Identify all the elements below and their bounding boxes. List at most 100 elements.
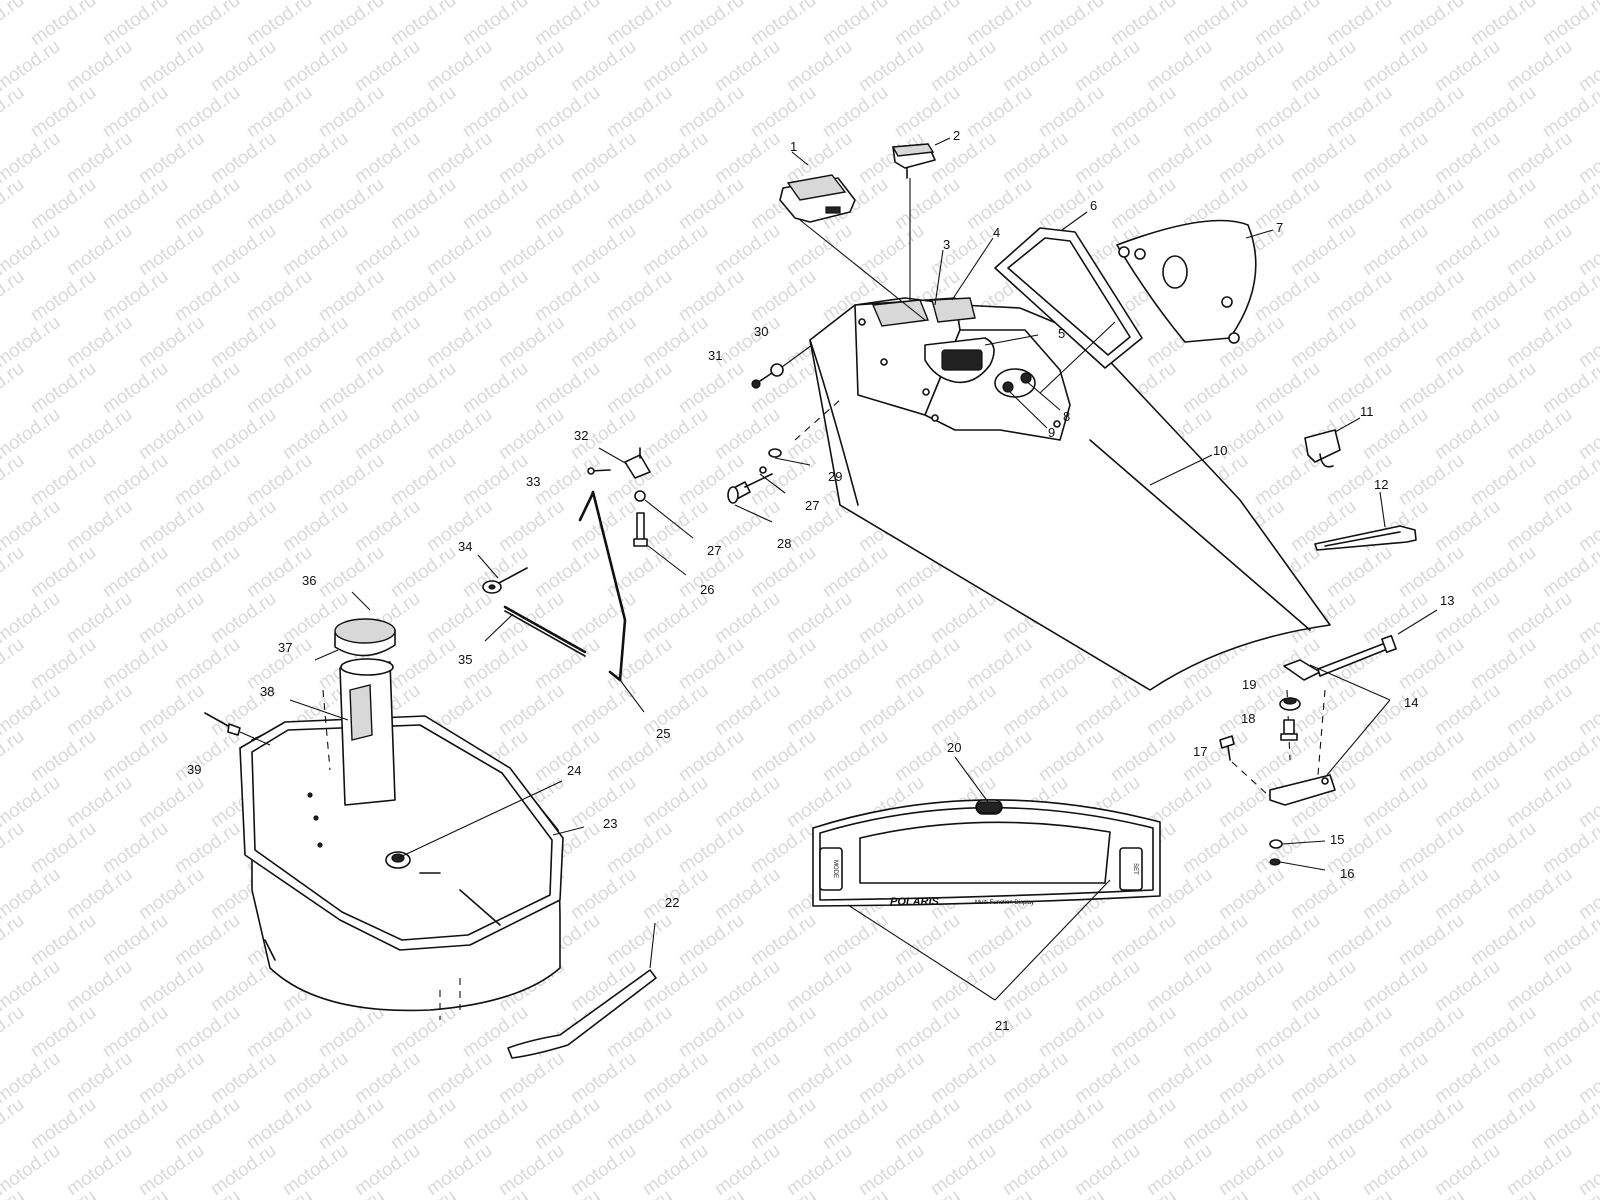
watermark-text: motod.ru <box>1287 128 1360 188</box>
watermark-text: motod.ru <box>459 0 532 50</box>
part-bracket-32 <box>624 447 651 479</box>
watermark-text: motod.ru <box>27 818 100 878</box>
watermark-text: motod.ru <box>171 450 244 510</box>
watermark-text: motod.ru <box>531 0 604 50</box>
watermark-text: motod.ru <box>1215 128 1288 188</box>
watermark-text: motod.ru <box>27 910 100 970</box>
watermark-text: motod.ru <box>1395 726 1468 786</box>
watermark-text: motod.ru <box>531 1186 604 1200</box>
watermark-text: motod.ru <box>567 588 640 648</box>
watermark-text: motod.ru <box>1071 1140 1144 1200</box>
callout-3: 3 <box>943 237 950 252</box>
watermark-text: motod.ru <box>1035 0 1108 50</box>
watermark-text: motod.ru <box>531 358 604 418</box>
watermark-text: motod.ru <box>99 1094 172 1154</box>
watermark-text: motod.ru <box>675 726 748 786</box>
watermark-text: motod.ru <box>1467 910 1540 970</box>
watermark-text: motod.ru <box>567 680 640 740</box>
watermark-text: motod.ru <box>675 266 748 326</box>
watermark-text: motod.ru <box>963 726 1036 786</box>
watermark-text: motod.ru <box>1431 1048 1504 1108</box>
watermark-text: motod.ru <box>999 680 1072 740</box>
callout-22: 22 <box>665 895 679 910</box>
callout-19: 19 <box>1242 677 1256 692</box>
part-clip-11 <box>1304 429 1341 468</box>
watermark-text: motod.ru <box>639 220 712 280</box>
watermark-text: motod.ru <box>1035 1002 1108 1062</box>
part-bolt-26 <box>633 512 648 547</box>
watermark-text: motod.ru <box>387 634 460 694</box>
watermark-text: motod.ru <box>1215 36 1288 96</box>
watermark-text: motod.ru <box>531 1094 604 1154</box>
watermark-text: motod.ru <box>243 450 316 510</box>
watermark-text: motod.ru <box>927 588 1000 648</box>
watermark-text: motod.ru <box>783 1048 856 1108</box>
watermark-text: motod.ru <box>531 542 604 602</box>
watermark-text: motod.ru <box>963 910 1036 970</box>
set-button[interactable] <box>1119 847 1143 891</box>
watermark-text: motod.ru <box>315 266 388 326</box>
callout-30: 30 <box>754 324 768 339</box>
watermark-text: motod.ru <box>135 404 208 464</box>
watermark-text: motod.ru <box>207 404 280 464</box>
watermark-text: motod.ru <box>855 1048 928 1108</box>
watermark-text: motod.ru <box>387 358 460 418</box>
watermark-text: motod.ru <box>63 496 136 556</box>
watermark-text: motod.ru <box>1251 358 1324 418</box>
watermark-text: motod.ru <box>1359 312 1432 372</box>
callout-39: 39 <box>187 762 201 777</box>
watermark-text: motod.ru <box>1431 496 1504 556</box>
watermark-text: motod.ru <box>639 36 712 96</box>
watermark-text: motod.ru <box>639 128 712 188</box>
callout-13: 13 <box>1440 593 1454 608</box>
watermark-text: motod.ru <box>351 1048 424 1108</box>
watermark-text: motod.ru <box>711 312 784 372</box>
watermark-text: motod.ru <box>1143 1140 1216 1200</box>
watermark-text: motod.ru <box>1503 1048 1576 1108</box>
watermark-text: motod.ru <box>0 634 28 694</box>
watermark-text: motod.ru <box>819 542 892 602</box>
watermark-text: motod.ru <box>1251 1002 1324 1062</box>
part-nut-16 <box>1269 858 1281 866</box>
watermark-text: motod.ru <box>747 82 820 142</box>
watermark-text: motod.ru <box>1035 1186 1108 1200</box>
part-switch-1 <box>779 174 856 223</box>
watermark-text: motod.ru <box>999 36 1072 96</box>
part-strip-22 <box>507 969 657 1059</box>
watermark-text: motod.ru <box>1503 128 1576 188</box>
watermark-text: motod.ru <box>1467 82 1540 142</box>
watermark-text: motod.ru <box>279 496 352 556</box>
watermark-text: motod.ru <box>135 864 208 924</box>
watermark-text: motod.ru <box>135 680 208 740</box>
watermark-text: motod.ru <box>423 312 496 372</box>
watermark-text: motod.ru <box>711 220 784 280</box>
watermark-text: motod.ru <box>1359 772 1432 832</box>
watermark-text: motod.ru <box>1503 36 1576 96</box>
callout-14: 14 <box>1404 695 1418 710</box>
watermark-text: motod.ru <box>0 818 28 878</box>
watermark-text: motod.ru <box>603 0 676 50</box>
watermark-text: motod.ru <box>387 542 460 602</box>
callout-15: 15 <box>1330 832 1344 847</box>
watermark-text: motod.ru <box>135 956 208 1016</box>
watermark-text: motod.ru <box>1395 450 1468 510</box>
watermark-text: motod.ru <box>351 128 424 188</box>
part-bolt-18 <box>1280 719 1298 741</box>
watermark-text: motod.ru <box>1287 1048 1360 1108</box>
mode-button[interactable] <box>819 847 843 891</box>
callout-32: 32 <box>574 428 588 443</box>
watermark-text: motod.ru <box>711 496 784 556</box>
watermark-text: motod.ru <box>315 174 388 234</box>
watermark-text: motod.ru <box>459 174 532 234</box>
display-brand: POLARIS <box>890 896 940 908</box>
watermark-text: motod.ru <box>0 1002 28 1062</box>
watermark-text: motod.ru <box>1071 1048 1144 1108</box>
watermark-text: motod.ru <box>1071 36 1144 96</box>
watermark-text: motod.ru <box>171 1002 244 1062</box>
watermark-text: motod.ru <box>27 726 100 786</box>
watermark-text: motod.ru <box>1467 1002 1540 1062</box>
watermark-text: motod.ru <box>603 174 676 234</box>
part-strap-12 <box>1314 525 1417 551</box>
watermark-text: motod.ru <box>1323 542 1396 602</box>
part-vent-39 <box>204 712 241 736</box>
